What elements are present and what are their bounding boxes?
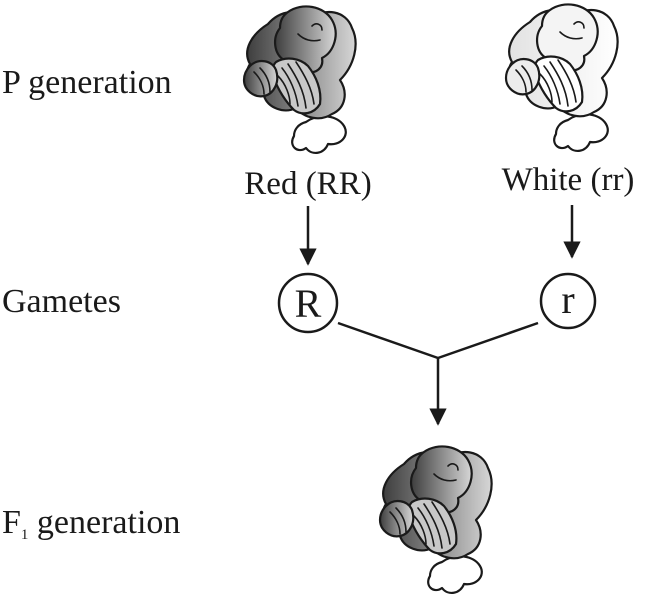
snapdragon-flower-icon	[504, 3, 619, 153]
parent-label-red: Red (RR)	[244, 166, 371, 202]
row-label-p-generation: P generation	[2, 64, 172, 101]
snapdragon-flower-icon	[378, 445, 493, 595]
gamete-circle-R	[277, 272, 339, 334]
fusion-line-left	[337, 321, 439, 360]
fusion-line-right	[437, 321, 539, 360]
gamete-circle-r	[539, 272, 597, 330]
f1-subscript: 1	[21, 527, 29, 543]
gamete-allele-r: r	[561, 277, 574, 322]
row-label-gametes: Gametes	[2, 283, 121, 320]
f1-suffix: generation	[28, 504, 180, 541]
f1-prefix: F	[2, 504, 21, 541]
snapdragon-flower-icon	[242, 5, 357, 155]
row-label-f1-generation: F1 generation	[2, 504, 180, 543]
gamete-allele-R: R	[295, 281, 322, 326]
parent-label-white: White (rr)	[502, 162, 635, 198]
